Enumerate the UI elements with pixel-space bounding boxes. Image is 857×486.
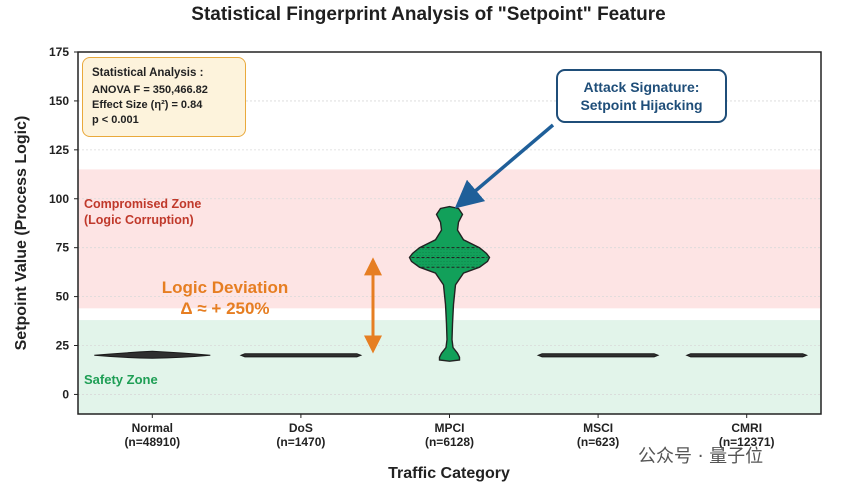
y-axis-title: Setpoint Value (Process Logic) — [13, 116, 30, 351]
violin-dos — [239, 353, 363, 358]
safety-zone-label: Safety Zone — [84, 372, 158, 387]
y-tick-label-1: 25 — [56, 339, 70, 353]
x-count-label-2: (n=6128) — [425, 435, 474, 449]
stats-effect-size: Effect Size (η²) = 0.84 — [92, 99, 203, 111]
x-count-label-4: (n=12371) — [719, 435, 775, 449]
violin-mpci — [408, 205, 491, 362]
y-tick-label-4: 100 — [49, 192, 69, 206]
x-count-label-1: (n=1470) — [276, 435, 325, 449]
deviation-line-2: Δ ≈ + 250% — [180, 299, 270, 318]
x-axis-title: Traffic Category — [388, 465, 510, 482]
y-tick-label-2: 50 — [56, 290, 70, 304]
x-count-label-3: (n=623) — [577, 435, 619, 449]
x-tick-label-3: MSCI — [583, 421, 613, 435]
x-count-label-0: (n=48910) — [124, 435, 180, 449]
x-tick-label-1: DoS — [289, 421, 313, 435]
attack-arrow — [454, 123, 555, 209]
violin-normal — [94, 350, 211, 359]
y-tick-label-7: 175 — [49, 45, 69, 59]
y-tick-label-6: 150 — [49, 94, 69, 108]
y-tick-label-3: 75 — [56, 241, 70, 255]
deviation-line-1: Logic Deviation — [161, 278, 289, 297]
y-tick-label-0: 0 — [62, 387, 69, 401]
x-tick-label-2: MPCI — [435, 421, 465, 435]
plot-frame — [77, 51, 822, 415]
compromised-line-2: (Logic Corruption) — [84, 213, 194, 227]
compromised-line-1: Compromised Zone — [84, 197, 202, 211]
chart-title: Statistical Fingerprint Analysis of "Set… — [191, 4, 666, 25]
stats-anova: ANOVA F = 350,466.82 — [92, 84, 208, 96]
violin-msci — [536, 353, 660, 358]
stats-annotation-box: Statistical Analysis : ANOVA F = 350,466… — [82, 57, 246, 137]
x-tick-label-0: Normal — [132, 421, 173, 435]
compromised-zone-label: Compromised Zone (Logic Corruption) — [84, 196, 201, 228]
x-tick-label-4: CMRI — [731, 421, 762, 435]
y-tick-label-5: 125 — [49, 143, 69, 157]
stats-p-value: p < 0.001 — [92, 114, 139, 126]
attack-line-2: Setpoint Hijacking — [580, 97, 703, 113]
logic-deviation-label: Logic Deviation Δ ≈ + 250% — [150, 277, 300, 319]
attack-signature-box: Attack Signature: Setpoint Hijacking — [556, 69, 727, 123]
violin-cmri — [685, 353, 809, 358]
watermark-text: 公众号 · 量子位 — [638, 446, 764, 467]
attack-line-1: Attack Signature: — [583, 79, 700, 95]
stats-title: Statistical Analysis : — [92, 67, 204, 79]
